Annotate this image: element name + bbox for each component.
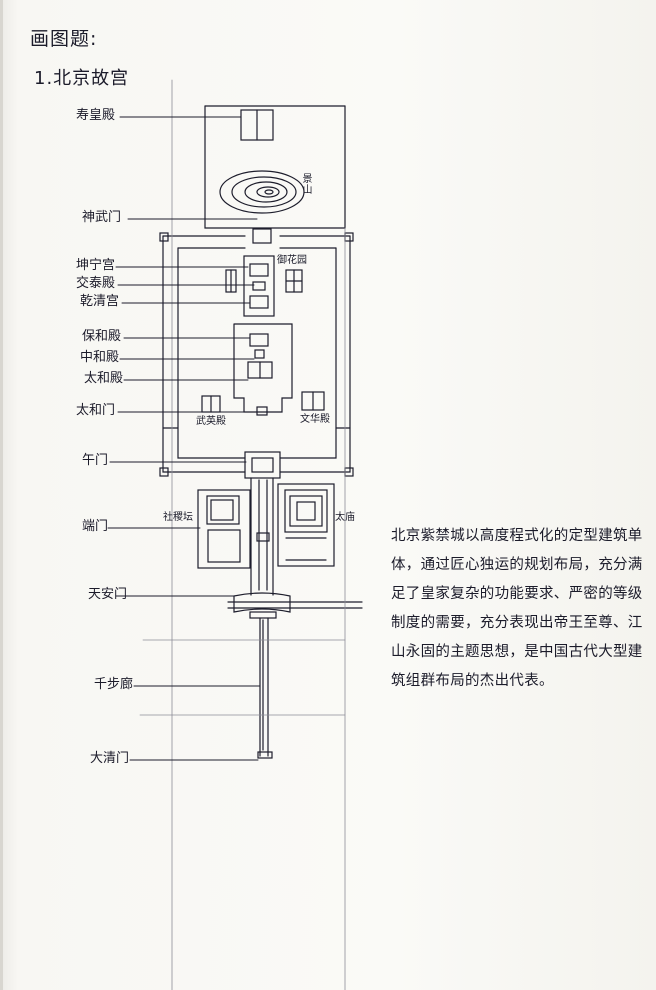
tag-sheji-altar: 社稷坛 [163,512,193,523]
label-jingshan-hall: 寿皇殿 [76,108,116,123]
label-baohe-hall: 保和殿 [82,329,122,344]
label-shenwu-gate: 神武门 [82,210,122,225]
meridian-gate-shape [244,451,281,479]
sheji-altar-shape [197,489,251,569]
label-qianqing-palace: 乾清宫 [80,294,120,309]
jingshan-outline [204,105,346,229]
label-daqing-gate: 大清门 [90,751,130,766]
label-taihe-hall: 太和殿 [84,371,124,386]
outer-court [233,323,293,416]
label-duan-gate: 端门 [82,519,109,534]
page-title: 画图题: [30,28,98,50]
tag-wuying-hall: 武英殿 [196,416,226,427]
description-paragraph: 北京紫禁城以高度程式化的定型建筑单体，通过匠心独运的规划布局，充分满足了皇家复杂… [391,528,643,689]
paper-edge [0,0,3,990]
label-corridor: 千步廊 [94,677,134,692]
label-kunning-palace: 坤宁宫 [76,258,116,273]
corridor-shape [257,617,273,759]
label-jiaotai-hall: 交泰殿 [76,276,116,291]
section-title: 1.北京故宫 [34,68,130,89]
tag-wenhua-hall: 文华殿 [300,414,330,425]
side-halls [201,391,325,413]
south-axis [250,477,274,596]
inner-court [225,255,303,317]
tianan-gate-shape [227,592,363,619]
label-meridian-gate: 午门 [82,453,109,468]
tag-jingshan: 景山 [302,174,313,196]
label-taihe-gate: 太和门 [76,403,116,418]
leader-lines [107,116,261,761]
tag-imperial-garden: 御花园 [277,255,307,266]
label-zhonghe-hall: 中和殿 [80,350,120,365]
ancestral-temple-shape [277,483,335,567]
guide-lines [139,79,346,990]
tag-ancestral-temple: 太庙 [335,512,355,523]
label-tianan-gate: 天安门 [88,587,128,602]
palace-wall [159,228,354,477]
